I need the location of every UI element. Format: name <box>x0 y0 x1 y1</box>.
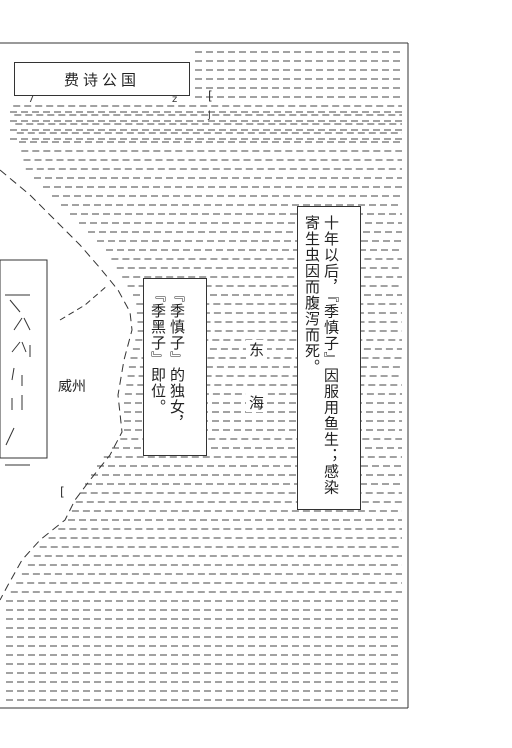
svg-text:[: [ <box>60 485 65 499</box>
caption-right-text: 十年以后，『季慎子』因服用鱼生；感染寄生虫因而腹泻而死。 <box>303 215 340 496</box>
title-text: 费诗公国 <box>63 70 140 89</box>
svg-text:z: z <box>172 94 177 105</box>
caption-right-box: 十年以后，『季慎子』因服用鱼生；感染寄生虫因而腹泻而死。 <box>297 206 361 510</box>
caption-middle-text: 『季慎子』的独女，『季黑子』即位。 <box>149 287 186 431</box>
title-box: 费诗公国 <box>14 62 190 96</box>
sea-label-hai: 海 <box>246 393 267 412</box>
place-weizhou: 威州 <box>58 376 86 396</box>
svg-text:[: [ <box>208 89 213 103</box>
svg-text:j: j <box>207 110 211 121</box>
caption-middle-box: 『季慎子』的独女，『季黑子』即位。 <box>143 278 207 456</box>
svg-text:7: 7 <box>28 94 34 105</box>
sea-label-dong: 东 <box>246 340 267 359</box>
